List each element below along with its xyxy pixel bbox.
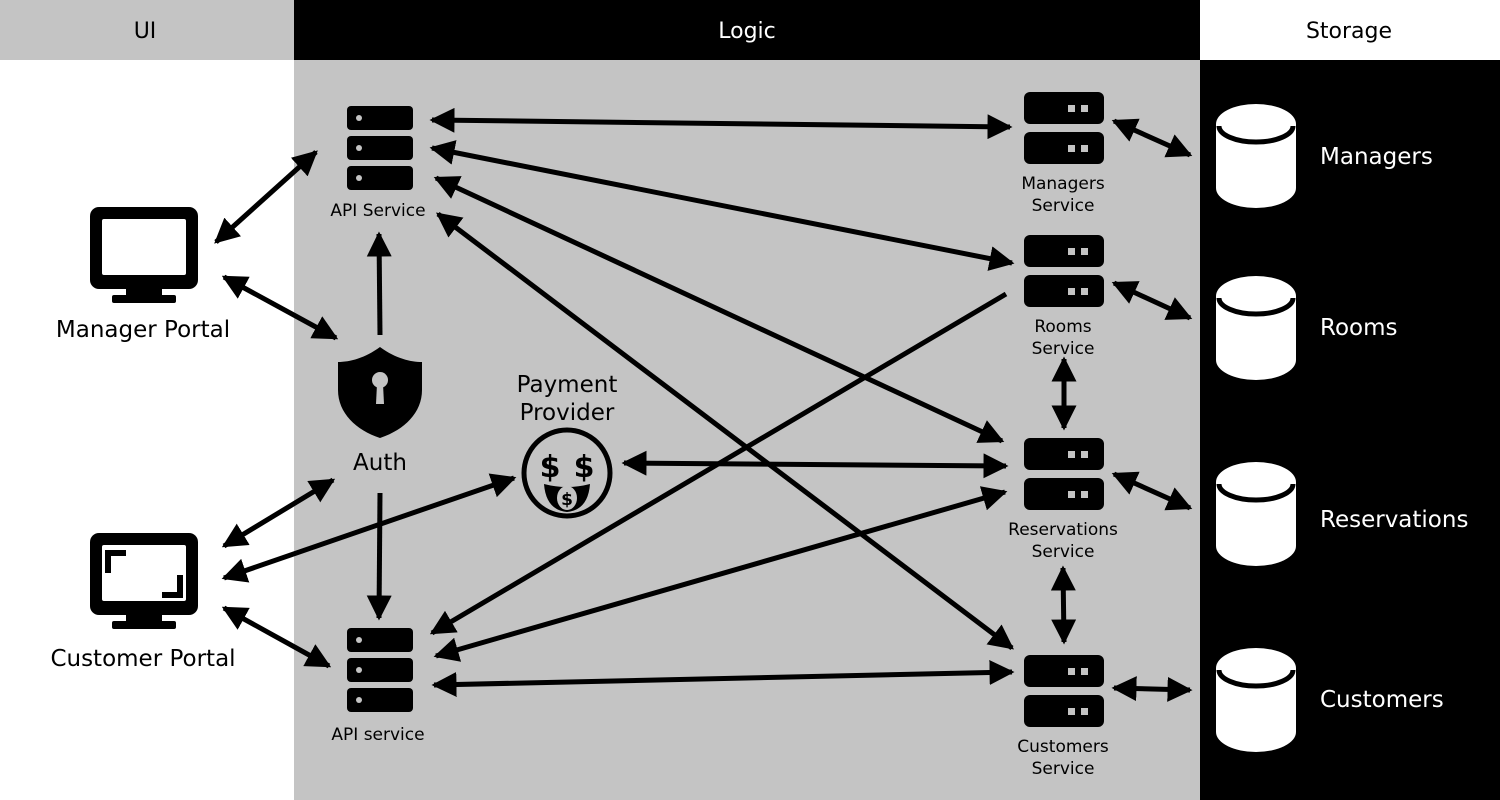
arrow-payment-reservations-service [621,450,1009,479]
api-service-bottom-label: API service [331,725,424,745]
reservations-service-label-line1: Reservations [1008,520,1118,540]
rooms-service-label-line1: Rooms [1034,317,1091,337]
managers-service-label-line1: Managers [1021,174,1105,194]
server-icon [347,106,413,190]
arrow-auth-api-top [366,231,392,336]
database-cylinder-icon [1216,648,1296,752]
arrow-api-top-managers-service [429,107,1013,140]
rooms-service-label-line2: Service [1032,339,1095,359]
customers-db-label: Customers [1320,687,1444,713]
managers-service-label-line2: Service [1032,196,1095,216]
payment-provider-label-line1: Payment [517,372,618,398]
api-service-top-label: API Service [330,201,425,221]
managers-db-node: Managers [1216,104,1433,208]
reservations-db-node: Reservations [1216,462,1468,566]
arrow-customer-portal-api-bottom [221,605,332,669]
database-cylinder-icon [1216,104,1296,208]
customers-service-label-line1: Customers [1017,737,1109,757]
customers-service-label-line2: Service [1032,759,1095,779]
rooms-db-label: Rooms [1320,315,1397,341]
arrow-manager-portal-api-top [214,150,318,244]
customer-portal-label: Customer Portal [50,646,235,672]
logic-column-bg [294,60,1200,800]
arrow-reservations-customers-service [1050,565,1077,645]
payment-provider-node: Payment Provider $ $ $ [517,372,618,519]
server-icon [347,628,413,712]
reservations-service-label-line2: Service [1032,542,1095,562]
arrow-api-bottom-reservations-service [433,486,1008,662]
manager-portal-node: Manager Portal [56,207,230,343]
reservations-service-node: Reservations Service [1008,438,1118,562]
money-mouth-face-icon: $ $ $ [521,427,613,519]
api-service-top-node: API Service [330,106,426,221]
auth-node: Auth [338,347,422,476]
arrow-api-bottom-customers-service [431,660,1015,697]
customers-service-node: Customers Service [1017,655,1109,779]
storage-header: Storage [1306,19,1392,44]
arrow-customers-service-db [1111,676,1193,702]
api-service-bottom-node: API service [331,628,425,745]
rooms-db-node: Rooms [1216,276,1397,380]
storage-header-bg [1200,0,1500,60]
arrow-manager-portal-auth [221,274,339,341]
logic-header: Logic [718,19,776,44]
svg-text:$: $ [574,450,595,485]
logic-header-bg [294,0,1200,60]
database-cylinder-icon [1216,462,1296,566]
arrow-reservations-service-db [1111,471,1193,511]
customers-db-node: Customers [1216,648,1444,752]
ui-header: UI [134,19,157,44]
connections [214,107,1193,702]
rooms-service-node: Rooms Service [1024,235,1104,359]
arrow-auth-api-bottom [366,492,392,621]
svg-text:$: $ [540,450,561,485]
ui-column: UI [0,0,294,800]
arrow-managers-service-db [1111,118,1193,158]
reservations-db-label: Reservations [1320,507,1468,533]
customer-portal-node: Customer Portal [50,533,236,672]
auth-label: Auth [353,450,407,476]
managers-service-node: Managers Service [1021,92,1105,216]
svg-text:$: $ [561,490,573,510]
payment-provider-label-line2: Provider [520,400,615,426]
storage-column: Storage [1200,0,1500,800]
shield-lock-icon [338,347,422,438]
database-cylinder-icon [1216,276,1296,380]
ui-column-bg [0,60,294,800]
manager-portal-label: Manager Portal [56,317,230,343]
managers-db-label: Managers [1320,144,1433,170]
ui-header-bg [0,0,294,60]
arrow-rooms-service-db [1111,280,1193,321]
monitor-icon [90,533,198,629]
monitor-icon [90,207,198,303]
